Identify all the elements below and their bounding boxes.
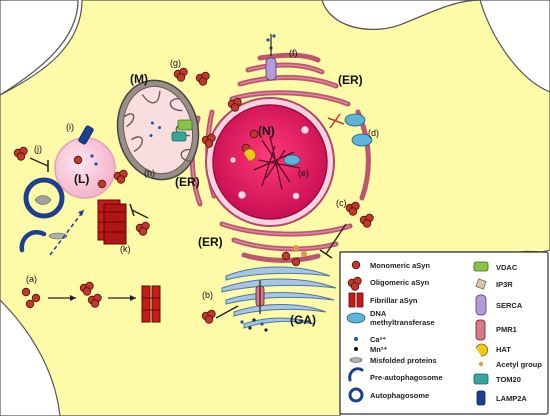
legend-label-manganese: Mn²⁺ [370,345,387,354]
label-golgi: (GA) [290,313,316,327]
label-e: (e) [298,168,309,178]
ip3r-icon [475,278,487,290]
fibril-stack-k [97,199,127,245]
neighbor-cell-top [321,0,481,30]
legend-label-oligomeric: Oligomeric aSyn [370,278,430,287]
misfolded-proteins-icon [349,357,363,363]
legend-label-pre-autophagosome: Pre-autophagosome [370,373,443,382]
dna-methyltransferase-outside [327,113,373,147]
legend-label-calcium: Ca²⁺ [370,335,386,344]
chromatin [253,135,301,191]
legend-label-lamp2a: LAMP2A [496,394,527,403]
serca-icon [475,294,487,316]
lysosome [54,137,116,199]
label-h: (h) [144,168,155,178]
label-nucleus: (N) [258,124,275,138]
autophagosome [23,177,65,219]
legend-label-fibrillar: Fibrillar aSyn [370,296,418,305]
lamp2a-icon [78,125,94,145]
pre-autophagosome [19,230,47,253]
label-lysosome: (L) [74,172,89,186]
legend-label-vdac: VDAC [496,263,518,272]
legend-label-monomeric: Monomeric aSyn [370,261,430,270]
aggregation-pathway-a [21,281,161,323]
label-c: (c) [336,198,347,208]
autophagy-arrow [49,209,85,256]
pmr1-icon [475,319,486,341]
label-f: (f) [289,48,298,58]
label-k: (k) [120,244,131,254]
golgi-apparatus [221,266,337,329]
autophagosome-icon [348,387,364,403]
inhibition-j [13,146,49,172]
neighbor-cell-left [0,0,79,96]
legend-label-tom20: TOM20 [496,375,521,384]
legend: Monomeric aSyn Oligomeric aSyn Fibrillar… [339,251,549,415]
label-b: (b) [202,290,213,300]
lamp2a-icon [476,390,486,406]
hat-icon [243,148,257,162]
tom20-icon [171,131,187,142]
label-j: (j) [34,144,42,154]
monomeric-asyn-icon [351,260,361,270]
mitochondrion [116,79,200,181]
label-d: (d) [368,128,379,138]
label-g: (g) [170,58,181,68]
label-i: (i) [66,122,74,132]
label-a: (a) [26,274,37,284]
legend-label-serca: SERCA [496,301,523,310]
dna-methyltransferase-icon [283,154,301,166]
legend-label-pmr1: PMR1 [496,325,517,334]
label-mito: (M) [130,72,148,86]
hat-icon [475,343,489,357]
vdac-icon [473,261,489,272]
legend-label-acetyl: Acetyl group [496,360,542,369]
manganese-icon [354,347,358,351]
dna-methyltransferase-icon [346,312,366,324]
legend-label-hat: HAT [496,345,511,354]
label-er-left: (ER) [175,175,200,189]
fibrillar-asyn-icon [348,292,364,308]
calcium-icon [354,337,358,341]
legend-label-misfolded: Misfolded proteins [370,356,437,365]
acetyl-group-icon [478,361,484,367]
nucleus [205,97,335,227]
legend-label-autophagosome: Autophagosome [370,391,429,400]
serca-icon [265,57,277,81]
vdac-icon [177,119,193,131]
label-er-bottom: (ER) [198,235,223,249]
label-er-top: (ER) [338,73,363,87]
legend-label-ip3r: IP3R [496,280,513,289]
pre-autophagosome-icon [348,367,364,382]
tom20-icon [473,373,489,385]
